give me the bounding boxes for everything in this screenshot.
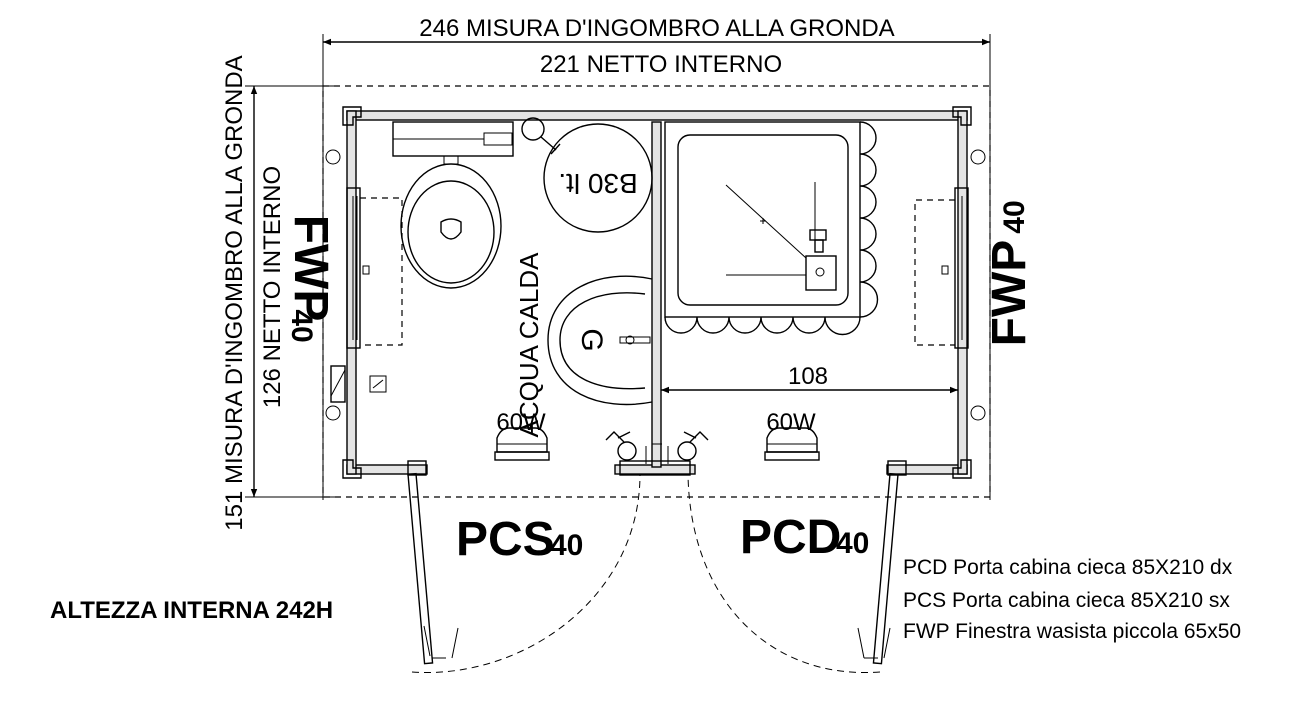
dim-left-inner: 126 NETTO INTERNO: [259, 166, 286, 408]
shower-tray: [664, 121, 879, 336]
door-left-code: PCS: [456, 513, 555, 566]
dim-shower: 108: [788, 363, 828, 390]
downpipes: [325, 149, 986, 421]
lamp-right-label: 60W: [766, 409, 816, 436]
internal-height: ALTEZZA INTERNA 242H: [50, 597, 333, 624]
gutter-outline: [322, 85, 991, 498]
dim-top-inner: 221 NETTO INTERNO: [540, 51, 782, 78]
window-left: FWP 40: [284, 187, 403, 349]
left-dimension: 151 MISURA D'INGOMBRO ALLA GRONDA 126 NE…: [221, 55, 335, 531]
door-right-code: PCD: [740, 511, 841, 564]
legend-item: PCS Porta cabina cieca 85X210 sx: [903, 589, 1230, 612]
electrical-panel: [330, 365, 387, 403]
legend-item: FWP Finestra wasista piccola 65x50: [903, 620, 1241, 643]
dim-left-outer: 151 MISURA D'INGOMBRO ALLA GRONDA: [221, 55, 248, 530]
window-right-code: FWP: [983, 240, 1036, 347]
door-handles: [605, 431, 709, 464]
lamp-left: 60W: [494, 409, 550, 461]
lamp-right: 60W: [764, 409, 820, 461]
boiler-label: B30 lt.: [558, 168, 637, 199]
wc-cistern: [392, 121, 514, 165]
dim-top-outer: 246 MISURA D'INGOMBRO ALLA GRONDA: [419, 15, 894, 42]
window-right-size: 40: [998, 200, 1031, 233]
sink: G: [547, 275, 653, 406]
shower-dimension: 108: [661, 363, 958, 394]
window-left-code: FWP: [284, 215, 337, 322]
window-right: FWP 40: [914, 187, 1036, 349]
window-left-size: 40: [285, 309, 318, 342]
door-left: PCS 40: [407, 472, 641, 674]
door-right-size: 40: [836, 527, 869, 560]
hot-water-label: ACQUA CALDA: [514, 252, 544, 438]
door-left-size: 40: [550, 529, 583, 562]
legend-item: PCD Porta cabina cieca 85X210 dx: [903, 556, 1233, 579]
door-right: PCD 40: [687, 472, 899, 674]
top-dimension: 246 MISURA D'INGOMBRO ALLA GRONDA 221 NE…: [322, 15, 991, 500]
toilet-bowl: [400, 163, 502, 289]
legend: PCD Porta cabina cieca 85X210 dx PCS Por…: [903, 556, 1241, 643]
lamp-left-label: 60W: [496, 409, 546, 436]
sink-mark: G: [575, 328, 608, 351]
boiler: B30 lt.: [521, 117, 653, 233]
